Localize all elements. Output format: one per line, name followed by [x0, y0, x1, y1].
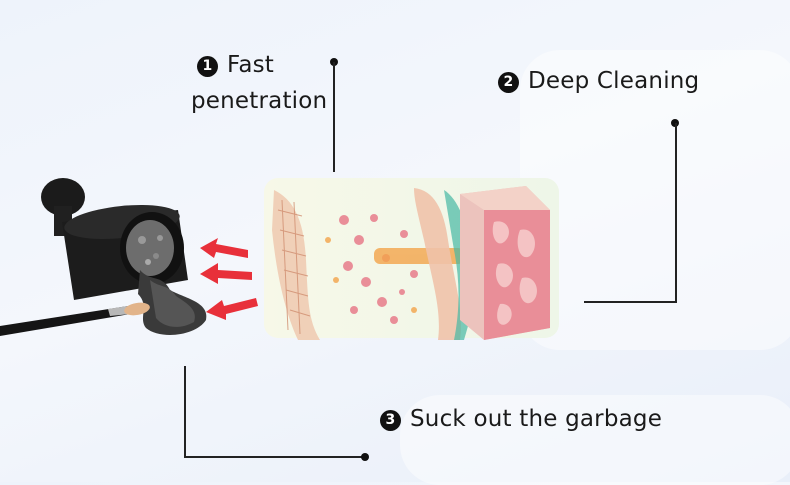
callout-line-3-vertical: [184, 366, 186, 457]
step-3-number: 3: [380, 410, 401, 431]
callout-line-2-horizontal: [584, 301, 677, 303]
skin-cross-section-illustration: [264, 178, 559, 340]
step-1-line1: Fast: [227, 52, 275, 78]
step-2-text: Deep Cleaning: [528, 68, 700, 94]
callout-line-3-horizontal: [184, 456, 364, 458]
background-blob: [520, 50, 790, 350]
callout-line-1: [333, 62, 335, 172]
step-1-number: 1: [197, 56, 218, 77]
step-3-label: 3 Suck out the garbage: [380, 402, 662, 438]
callout-line-2-vertical: [675, 123, 677, 303]
suction-device-illustration: [0, 178, 207, 336]
step-1-label: 1 Fast penetration: [191, 48, 327, 119]
step-1-line2: penetration: [191, 87, 328, 114]
callout-dot-3: [361, 453, 369, 461]
step-3-text: Suck out the garbage: [410, 406, 663, 432]
step-2-label: 2 Deep Cleaning: [498, 64, 699, 100]
background-blob: [400, 395, 790, 485]
suction-arrows: [200, 238, 258, 320]
step-2-number: 2: [498, 72, 519, 93]
